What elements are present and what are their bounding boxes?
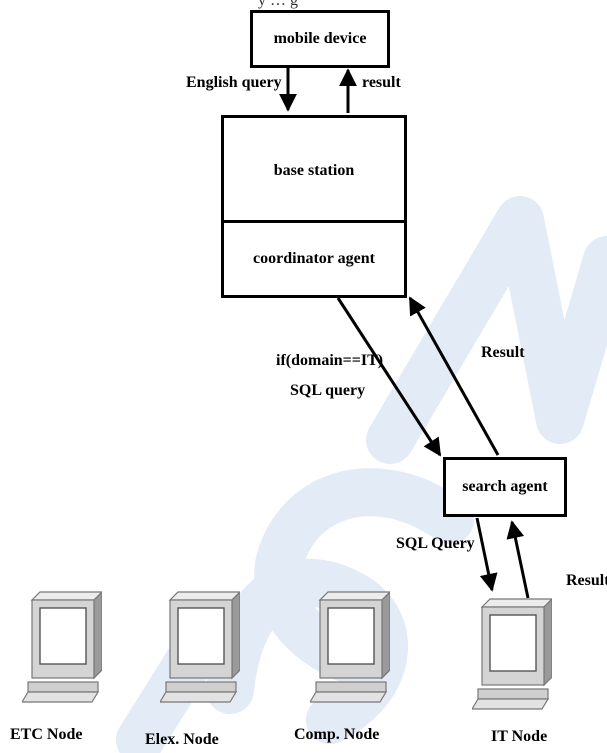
base-station-box: base station <box>221 115 407 223</box>
sql-query-down-label: SQL Query <box>396 535 475 552</box>
result-return-label: Result <box>481 344 525 361</box>
it-node-label: IT Node <box>491 728 548 745</box>
comp-node-computer-icon <box>310 591 390 703</box>
comp-node-label: Comp. Node <box>294 726 380 743</box>
result-up-right-arrow <box>506 520 530 599</box>
mobile-device-box: mobile device <box>250 10 390 68</box>
search-agent-box: search agent <box>443 457 567 517</box>
coordinator-agent-box: coordinator agent <box>221 220 407 298</box>
sql-query-label: SQL query <box>290 382 366 399</box>
elex-node-computer-icon <box>160 591 240 703</box>
english-query-label: English query <box>186 74 282 91</box>
result-label: result <box>362 74 401 91</box>
condition-label: if(domain==IT) <box>276 352 384 369</box>
elex-node-label: Elex. Node <box>145 731 219 748</box>
sql-query-down-arrow <box>475 517 498 592</box>
etc-node-label: ETC Node <box>10 726 83 743</box>
sql-query-arrow <box>336 297 442 457</box>
etc-node-computer-icon <box>22 591 102 703</box>
header-partial-text: y … g <box>258 0 298 9</box>
it-node-computer-icon <box>472 598 552 710</box>
result-right-label: Result <box>566 572 607 589</box>
result-return-arrow <box>408 296 500 456</box>
